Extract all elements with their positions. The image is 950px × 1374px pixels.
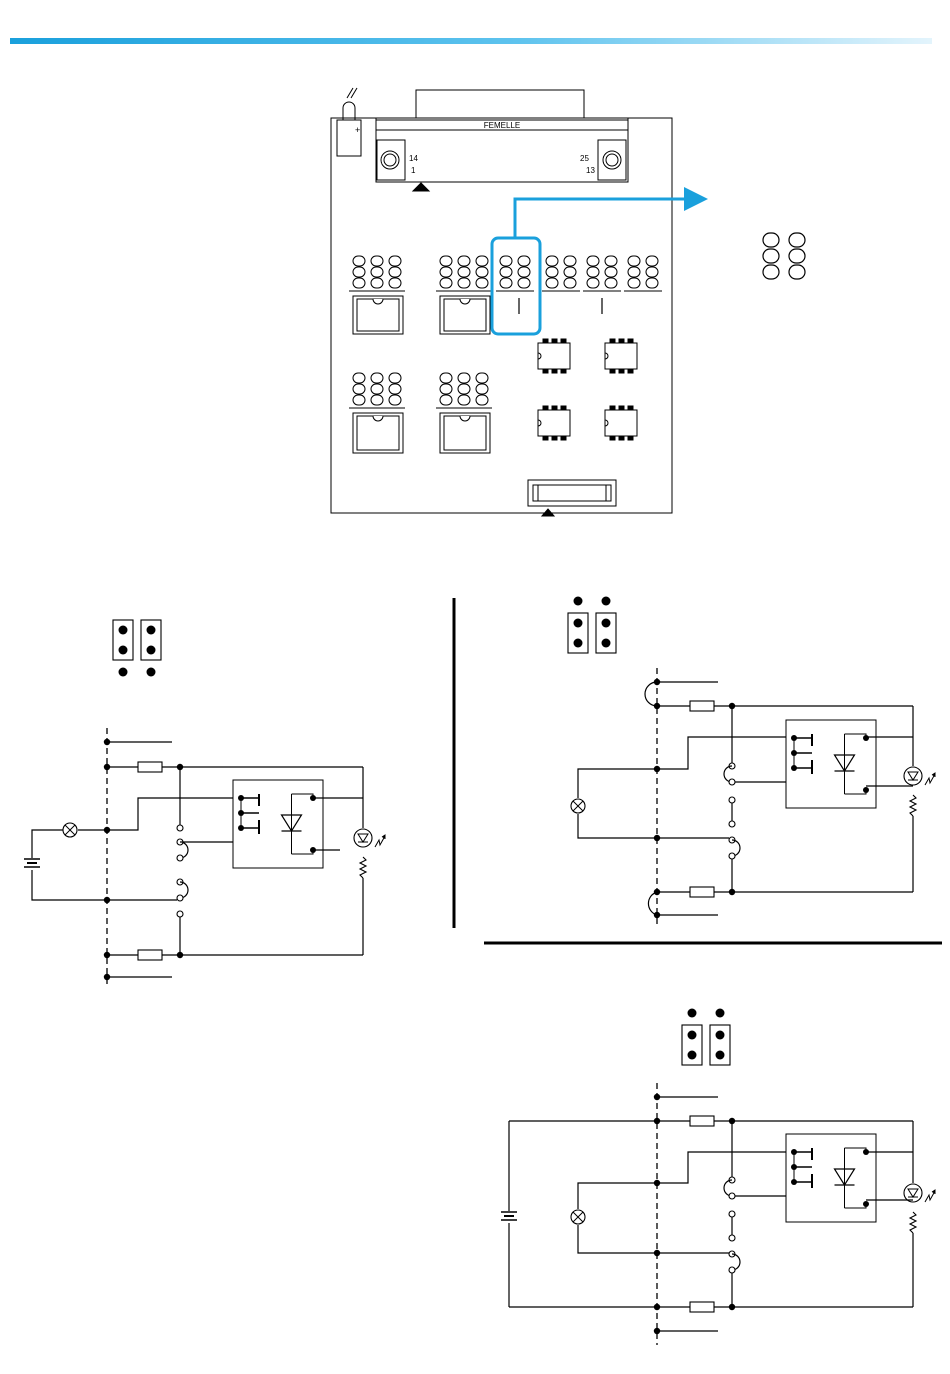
battery-icon [501,1212,517,1220]
jumper-callout [763,233,805,279]
junction-dot [104,974,110,980]
jumper-block [496,256,534,291]
ic-chip-small [538,339,570,373]
junction-dot [654,1328,660,1334]
resistor-icon [910,795,916,816]
highlight-callout [492,199,690,334]
junction-dot [654,679,660,685]
terminal [177,895,183,901]
pin-label-25: 25 [580,154,589,163]
jumper-block [624,256,662,291]
resistor-icon [690,887,714,897]
jumper-pin [763,233,779,247]
jumper-pin [763,265,779,279]
ic-chip [353,413,403,453]
terminal [729,1193,735,1199]
jumper-block [436,256,492,291]
jumper-pin [789,233,805,247]
terminal [729,779,735,785]
jumper-block [436,373,492,408]
led-icon [904,1184,935,1202]
wire [578,1225,657,1253]
jumper-block [349,373,405,408]
schematic-bottom-right [501,1009,935,1346]
ic-chip-small [605,406,637,440]
resistor-icon [138,762,162,772]
junction-dot [104,764,110,770]
jumper-link [648,892,657,915]
battery-icon [24,859,40,867]
junction-dot [654,703,660,709]
wire [657,737,790,769]
junction-dot [654,1094,660,1100]
jumper-icon [682,1009,730,1066]
resistor-icon [690,1302,714,1312]
schematic-bottom-left [24,620,385,985]
junction-dot [654,1118,660,1124]
jumper-pin [789,265,805,279]
resistor-icon [360,857,366,878]
led-icon [354,829,385,847]
optocoupler-icon [786,720,876,808]
terminal [729,1235,735,1241]
junction-dot [654,1304,660,1310]
lamp-icon [571,1210,585,1224]
ic-chip [440,413,490,453]
jumper-link [645,682,657,706]
terminal [177,825,183,831]
optocoupler-icon [786,1134,876,1222]
terminal [729,1211,735,1217]
led-polarity-label: + [355,125,360,135]
resistor-icon [690,701,714,711]
resistor-icon [690,1116,714,1126]
resistor-icon [910,1212,916,1233]
terminal [177,855,183,861]
terminal [729,853,735,859]
pin-label-1: 1 [411,166,416,175]
jumper-icon [568,597,616,654]
ic-chip-small [538,406,570,440]
lamp-icon [571,799,585,813]
ic-chip-small [605,339,637,373]
schematic-top-right [568,597,935,926]
lamp-icon [63,823,77,837]
jumper-pin [763,249,779,263]
jumper-icon [113,620,161,677]
terminal [729,821,735,827]
junction-dot [654,912,660,918]
resistor-icon [138,950,162,960]
jumper-pin [789,249,805,263]
terminal [177,911,183,917]
ic-chip [353,296,403,334]
junction-dot [104,739,110,745]
wire [578,1183,657,1209]
terminal [729,797,735,803]
ic-chip [440,296,490,334]
wire [107,798,240,830]
arrow-right-icon [684,187,708,211]
header-bar [10,38,932,44]
wire [578,769,657,798]
optocoupler-icon [233,780,323,868]
wire [657,1152,790,1183]
pin-label-13: 13 [586,166,595,175]
connector-label: FEMELLE [484,121,520,130]
jumper-block [583,256,621,291]
wire [578,814,657,838]
wire [32,870,107,900]
led-icon [904,767,935,785]
wire [32,830,63,858]
terminal [729,1267,735,1273]
jumper-block [542,256,580,291]
pin-label-14: 14 [409,154,418,163]
board-components [349,256,662,453]
jumper-block [349,256,405,291]
junction-dot [104,952,110,958]
